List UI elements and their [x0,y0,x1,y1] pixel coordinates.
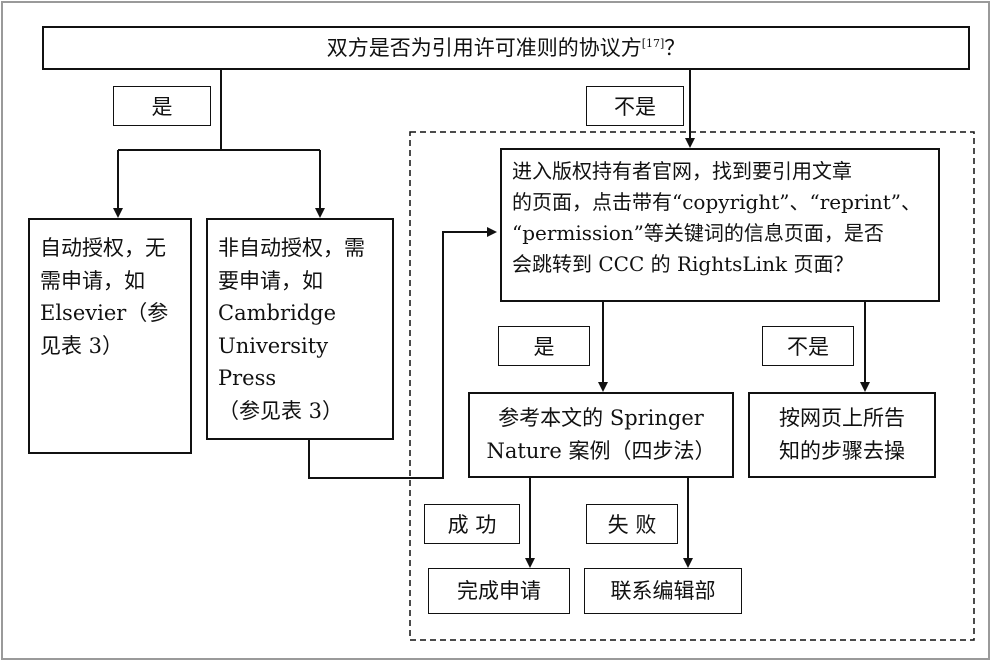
arrow-nonauto-to-visit [308,227,497,479]
label-no-mid: 不是 [762,326,854,366]
follow-steps-box: 按网页上所告 知的步骤去操 [748,392,936,478]
question-box: 双方是否为引用许可准则的协议方[17]？ [42,26,970,70]
visit-publisher-box: 进入版权持有者官网，找到要引用文章 的页面，点击带有“copyright”、“r… [500,148,940,302]
complete-application-box: 完成申请 [428,568,570,614]
auto-authorization-box: 自动授权，无 需申请，如 Elsevier（参 见表 3） [28,218,192,454]
dashed-region [409,131,975,641]
label-success: 成 功 [424,504,520,544]
label-yes-left: 是 [113,86,211,126]
contact-editorial-box: 联系编辑部 [584,568,742,614]
springer-case-box: 参考本文的 Springer Nature 案例（四步法） [468,392,734,478]
label-fail: 失 败 [586,504,678,544]
question-text: 双方是否为引用许可准则的协议方[17]？ [326,35,686,60]
label-yes-mid: 是 [498,326,590,366]
label-no-top: 不是 [586,86,684,126]
non-auto-authorization-box: 非自动授权，需 要申请，如 Cambridge University Press… [206,218,394,440]
